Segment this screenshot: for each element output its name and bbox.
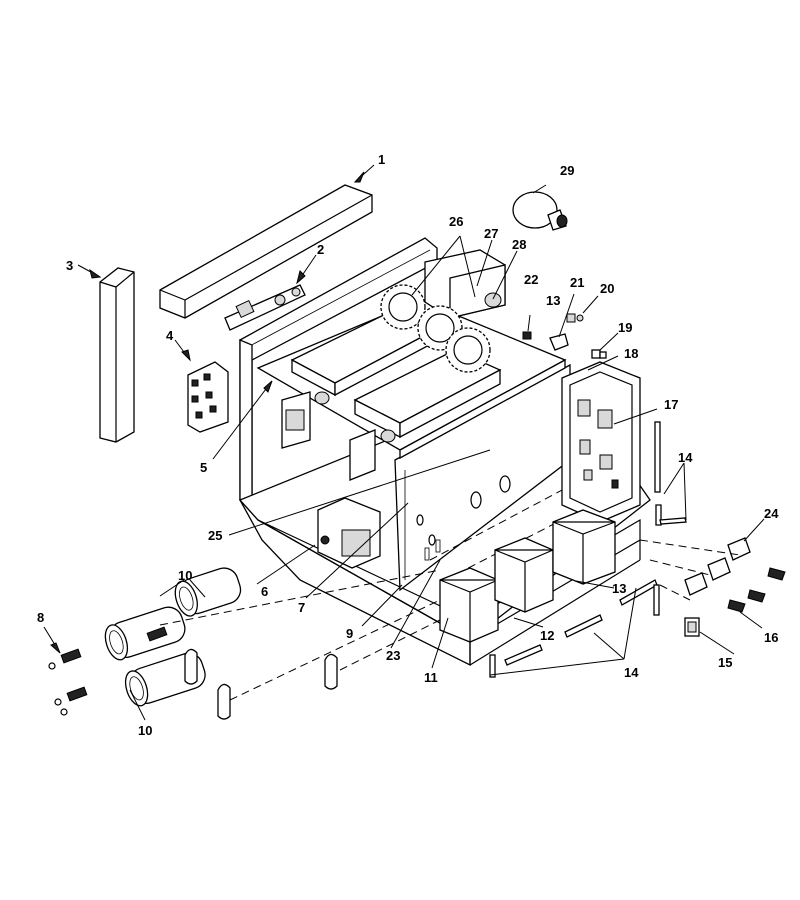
callout-18: 18 bbox=[624, 346, 638, 361]
callout-2: 2 bbox=[317, 242, 324, 257]
lamp-bulb bbox=[512, 191, 568, 231]
callout-28: 28 bbox=[512, 237, 526, 252]
switch-bracket bbox=[224, 284, 306, 331]
callout-21: 21 bbox=[570, 275, 584, 290]
callout-5: 5 bbox=[200, 460, 207, 475]
control-board bbox=[561, 361, 641, 523]
callout-22: 22 bbox=[524, 272, 538, 287]
phantom-lines bbox=[159, 539, 741, 701]
callout-15: 15 bbox=[718, 655, 732, 670]
callout-12: 12 bbox=[540, 628, 554, 643]
gear-assembly bbox=[380, 249, 506, 373]
small-hardware bbox=[522, 313, 607, 359]
callout-13-top: 13 bbox=[546, 293, 560, 308]
callout-13-bottom: 13 bbox=[612, 581, 626, 596]
callout-14-bottom: 14 bbox=[624, 665, 639, 680]
callout-7: 7 bbox=[298, 600, 305, 615]
callout-4: 4 bbox=[166, 328, 174, 343]
callout-23: 23 bbox=[386, 648, 400, 663]
callout-27: 27 bbox=[484, 226, 498, 241]
callout-17: 17 bbox=[664, 397, 678, 412]
leader-lines bbox=[43, 164, 765, 721]
spring-fuses bbox=[48, 626, 168, 716]
callout-10-bottom: 10 bbox=[138, 723, 152, 738]
callout-11: 11 bbox=[424, 670, 438, 685]
callout-labels: 1 2 3 4 5 6 7 8 9 10 10 11 12 13 13 14 1… bbox=[37, 152, 779, 738]
terminal-block bbox=[187, 361, 229, 433]
callout-16: 16 bbox=[764, 630, 778, 645]
callout-3: 3 bbox=[66, 258, 73, 273]
connectors bbox=[684, 537, 786, 637]
callout-20: 20 bbox=[600, 281, 614, 296]
callout-25: 25 bbox=[208, 528, 222, 543]
callout-26: 26 bbox=[449, 214, 463, 229]
transformer-cores bbox=[439, 509, 616, 643]
callout-6: 6 bbox=[261, 584, 268, 599]
callout-19: 19 bbox=[618, 320, 632, 335]
callout-29: 29 bbox=[560, 163, 574, 178]
callout-24: 24 bbox=[764, 506, 779, 521]
callout-8: 8 bbox=[37, 610, 44, 625]
callout-9: 9 bbox=[346, 626, 353, 641]
callout-14-top: 14 bbox=[678, 450, 693, 465]
insulator-strips bbox=[489, 421, 687, 678]
top-rail bbox=[159, 184, 373, 319]
callout-1: 1 bbox=[378, 152, 385, 167]
capacitors bbox=[104, 567, 338, 720]
vertical-bar bbox=[99, 267, 135, 443]
callout-10-top: 10 bbox=[178, 568, 192, 583]
